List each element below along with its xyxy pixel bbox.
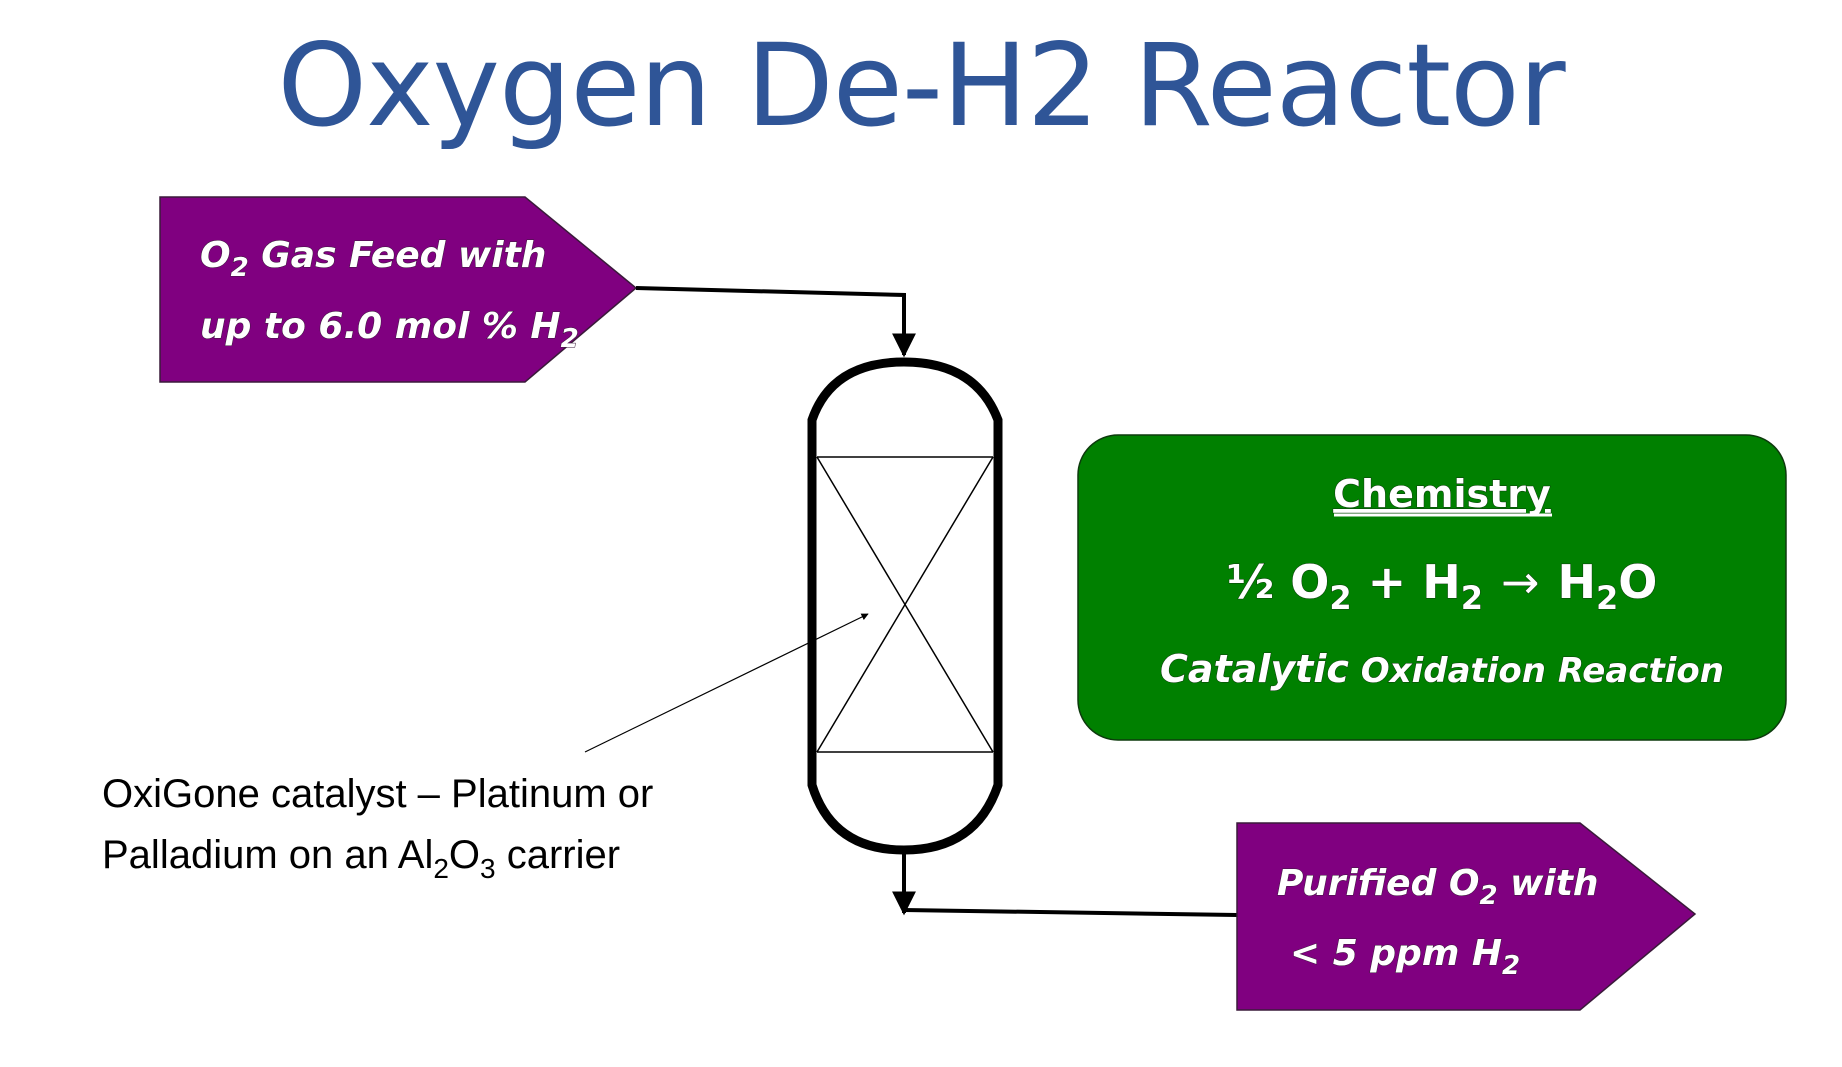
product-label-line1: Purified O2 with <box>1277 863 1599 911</box>
feed-label-line1: O2 Gas Feed with <box>200 235 546 283</box>
catalyst-label-line1: OxiGone catalyst – Platinum or <box>102 772 653 816</box>
reaction-type-label: Catalytic Oxidation Reaction <box>1160 647 1724 691</box>
reactor-vessel <box>807 357 1003 855</box>
catalyst-label-line2: Palladium on an Al2O3 carrier <box>102 833 620 884</box>
chemistry-box: Chemistry ½ O2 + H2→H2O Catalytic Oxidat… <box>1077 434 1787 741</box>
feed-line <box>635 286 916 358</box>
catalyst-pointer <box>584 613 869 753</box>
product-line <box>903 908 1238 917</box>
chemistry-heading: Chemistry <box>1333 472 1551 516</box>
slide-title: Oxygen De-H2 Reactor <box>277 19 1565 152</box>
product-label-line2: < 5 ppm H2 <box>1290 933 1520 981</box>
feed-label-line2: up to 6.0 mol % H2 <box>200 306 579 354</box>
product-stream-box: Purified O2 with < 5 ppm H2 <box>1236 822 1697 1011</box>
feed-stream-box: O2 Gas Feed with up to 6.0 mol % H2 <box>159 196 638 383</box>
chemistry-equation: ½ O2 + H2→H2O <box>1227 555 1658 617</box>
